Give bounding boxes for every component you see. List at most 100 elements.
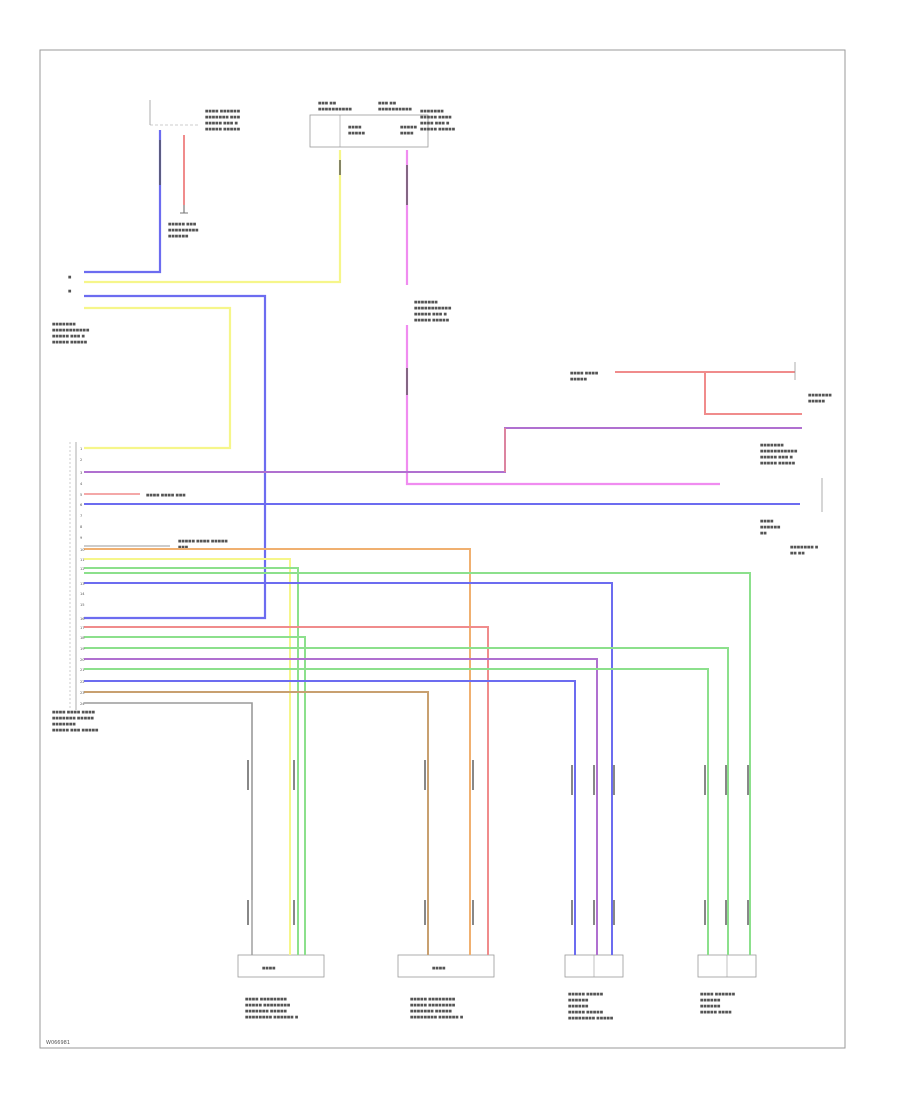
wire-yellow-top [84,150,342,450]
svg-text:12: 12 [80,567,85,571]
svg-text:■■■■■■■ ■■■: ■■■■■■■ ■■■ [205,115,241,119]
svg-text:■■■■■ ■■■■■: ■■■■■ ■■■■■ [52,340,88,344]
svg-text:■■■■■■: ■■■■■■ [168,234,189,238]
svg-text:■■■■■■■ ■■■■■: ■■■■■■■ ■■■■■ [410,1009,452,1013]
main-ecu-connector: ■■■■ ■■■■ ■■■■ ■■■■■■■ ■■■■■ ■■■■■■■ ■■■… [52,442,99,732]
svg-text:■■■■■■■■■■■: ■■■■■■■■■■■ [414,306,452,310]
svg-text:■■■■■ ■■■■ ■■■■■: ■■■■■ ■■■■ ■■■■■ [178,539,228,543]
svg-text:17: 17 [80,626,85,630]
svg-text:■■■■■: ■■■■■ [570,377,588,381]
wire-green-lead-3 [84,636,306,900]
svg-text:■■■■■ ■■■ ■: ■■■■■ ■■■ ■ [414,312,447,316]
svg-text:6: 6 [80,503,83,507]
svg-text:24: 24 [80,702,85,706]
svg-text:■■■■■ ■■■■: ■■■■■ ■■■■ [700,1010,732,1014]
top-left-connector: ■■■■ ■■■■■■ ■■■■■■■ ■■■ ■■■■■ ■■■ ■ ■■■■… [149,100,241,131]
svg-text:5: 5 [80,493,82,497]
svg-text:■■■■■ ■■■■■: ■■■■■ ■■■■■ [414,318,450,322]
svg-text:■: ■ [68,289,72,293]
wire-green-lead-4 [84,647,729,900]
svg-text:22: 22 [80,680,85,684]
svg-text:23: 23 [80,691,85,695]
wire-gray-lead [84,702,253,900]
right-headlight-module: ■■■■ ■■■■■ ■■■■■■■■ ■■■■■ ■■■■■■■■ ■■■■■… [397,954,495,1019]
svg-text:■■■■■ ■■■■: ■■■■■ ■■■■ [420,115,452,119]
svg-text:■■■■■ ■■■ ■: ■■■■■ ■■■ ■ [52,334,85,338]
svg-text:■■■■■■: ■■■■■■ [760,525,781,529]
svg-text:■■■■■■■ ■: ■■■■■■■ ■ [790,545,819,549]
diagram-frame [39,49,846,1049]
svg-text:16: 16 [80,617,85,621]
svg-text:■■■■■■■■■■■: ■■■■■■■■■■■ [52,328,90,332]
svg-text:■■■■■■■■■■■: ■■■■■■■■■■■ [760,449,798,453]
svg-text:■■■■■: ■■■■■ [808,399,826,403]
svg-text:14: 14 [80,592,85,596]
svg-text:■■■■ ■■■■ ■■■■: ■■■■ ■■■■ ■■■■ [52,710,96,714]
svg-text:■■■ ■■: ■■■ ■■ [378,101,397,105]
svg-text:■■■■■ ■■■■■: ■■■■■ ■■■■■ [420,127,456,131]
fuse-relay-box: ■■■ ■■ ■■■■■■■■■■ ■■■ ■■ ■■■■■■■■■■ ■■■■… [309,101,456,148]
figure-code: W066981 [46,1040,70,1046]
svg-text:■■■■■■■■■■: ■■■■■■■■■■ [318,107,353,111]
svg-text:■■■■■ ■■■■■: ■■■■■ ■■■■■ [568,992,604,996]
front-height-sensor: ■■■■■ ■■■■■ ■■■■■■ ■■■■■■ ■■■■■ ■■■■■ ■■… [564,954,624,1020]
svg-text:■■■■■ ■■■■■■■■: ■■■■■ ■■■■■■■■ [410,997,456,1001]
svg-text:■■■■■ ■■■ ■: ■■■■■ ■■■ ■ [205,121,238,125]
svg-text:1: 1 [80,447,82,451]
wire-brown-lead [84,691,429,900]
wire-blue-lead-1 [84,582,613,900]
rear-height-sensor: ■■■■ ■■■■■■ ■■■■■■ ■■■■■■ ■■■■■ ■■■■ [697,954,757,1014]
svg-text:■■■■ ■■■■■■: ■■■■ ■■■■■■ [205,109,241,113]
wire-green-lead-1 [84,567,299,900]
svg-text:■■■■■■■■■■: ■■■■■■■■■■ [378,107,413,111]
svg-text:10: 10 [80,548,85,552]
svg-text:13: 13 [80,582,85,586]
left-connector-label: ■■■■■■■ ■■■■■■■■■■■ ■■■■■ ■■■ ■ ■■■■■ ■■… [52,275,90,344]
svg-text:■■■■■■■ ■■■■■: ■■■■■■■ ■■■■■ [52,716,94,720]
svg-text:■■■■■ ■■■■■■■■: ■■■■■ ■■■■■■■■ [245,1003,291,1007]
svg-text:■■■■: ■■■■ [262,966,276,970]
wire-blue-top [84,130,267,620]
svg-text:■■■■■■: ■■■■■■ [568,1004,589,1008]
wire-blue-lead-2 [84,680,576,900]
component-wire-tails [251,900,751,955]
wire-red-lead [84,626,489,900]
svg-text:■■■■■ ■■■ ■■■■■: ■■■■■ ■■■ ■■■■■ [52,728,99,732]
svg-text:■■■■■ ■■■■■: ■■■■■ ■■■■■ [205,127,241,131]
svg-text:■■: ■■ [760,531,767,535]
svg-text:■■■■■: ■■■■■ [400,125,418,129]
wire-pink-top [405,150,720,486]
left-headlight-module: ■■■■ ■■■■ ■■■■■■■■ ■■■■■ ■■■■■■■■ ■■■■■■… [237,954,325,1019]
connector-breaks [159,140,749,925]
svg-text:■■■■ ■■■■■■■■: ■■■■ ■■■■■■■■ [245,997,287,1001]
svg-text:■■■■■■■: ■■■■■■■ [420,109,444,113]
svg-text:■■■■■■■ ■■■■■: ■■■■■■■ ■■■■■ [245,1009,287,1013]
svg-text:19: 19 [80,647,85,651]
svg-text:3: 3 [80,471,82,475]
svg-text:■■■■■■■■■: ■■■■■■■■■ [168,228,199,232]
svg-text:■■■■■■■■ ■■■■■■ ■: ■■■■■■■■ ■■■■■■ ■ [410,1015,464,1019]
svg-text:■■■■■■■■ ■■■■■: ■■■■■■■■ ■■■■■ [568,1016,614,1020]
svg-text:■■■■■ ■■■■■■■■: ■■■■■ ■■■■■■■■ [410,1003,456,1007]
svg-text:20: 20 [80,658,85,662]
svg-text:■■■■■■■■ ■■■■■■ ■: ■■■■■■■■ ■■■■■■ ■ [245,1015,299,1019]
svg-text:■■■■ ■■■■■■: ■■■■ ■■■■■■ [700,992,736,996]
svg-text:■■■■: ■■■■ [760,519,774,523]
wire-purple-lead [84,658,598,900]
svg-text:■■■■■■■: ■■■■■■■ [414,300,438,304]
wire-green-lead-5 [84,668,709,900]
svg-text:■■■■: ■■■■ [432,966,446,970]
svg-text:■■■■■: ■■■■■ [348,131,366,135]
svg-text:15: 15 [80,603,85,607]
svg-text:■■■: ■■■ [178,545,189,549]
svg-text:8: 8 [80,525,83,529]
svg-text:■■■■■■■: ■■■■■■■ [52,322,76,326]
svg-text:9: 9 [80,536,83,540]
svg-text:■■■■■■■: ■■■■■■■ [808,393,832,397]
svg-text:■■■■■■■: ■■■■■■■ [52,722,76,726]
svg-text:■■■■■ ■■■: ■■■■■ ■■■ [168,222,197,226]
right-junction: ■■■■ ■■■■ ■■■■■ ■■■■■■■ ■■■■■ ■■■■■■■ ■■… [84,362,832,473]
svg-text:21: 21 [80,668,85,672]
